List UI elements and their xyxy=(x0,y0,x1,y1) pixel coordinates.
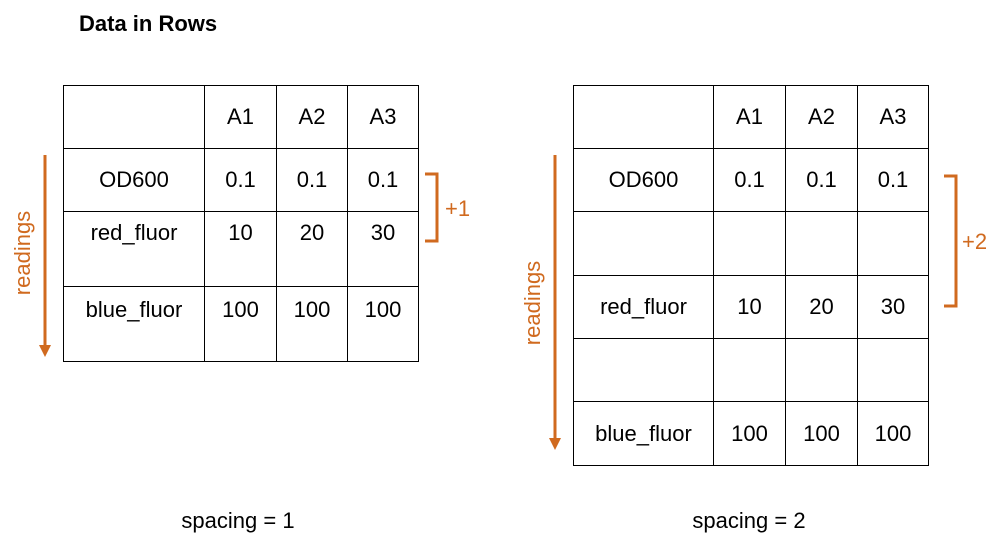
left-header-corner xyxy=(63,85,205,149)
cell: 0.1 xyxy=(713,148,786,212)
cell: 10 xyxy=(204,211,277,287)
row-label: blue_fluor xyxy=(573,401,714,466)
right-header-corner xyxy=(573,85,714,149)
cell: 10 xyxy=(713,275,786,339)
right-spacing-label: +2 xyxy=(962,229,988,254)
cell: 100 xyxy=(204,286,277,362)
left-readings-label: readings xyxy=(10,210,35,296)
row-label: red_fluor xyxy=(573,275,714,339)
row-label: blue_fluor xyxy=(63,286,205,362)
cell: 100 xyxy=(857,401,929,466)
table-row: OD600 0.1 0.1 0.1 xyxy=(63,148,419,212)
left-header-a2: A2 xyxy=(276,85,348,149)
table-row xyxy=(573,211,929,276)
right-header-a3: A3 xyxy=(857,85,929,149)
cell: 100 xyxy=(785,401,858,466)
cell: 100 xyxy=(713,401,786,466)
table-row: OD600 0.1 0.1 0.1 xyxy=(573,148,929,212)
cell: 20 xyxy=(785,275,858,339)
table-row: blue_fluor 100 100 100 xyxy=(573,401,929,466)
cell xyxy=(785,338,858,402)
cell xyxy=(857,338,929,402)
cell: 20 xyxy=(276,211,348,287)
table-row: blue_fluor 100 100 100 xyxy=(63,286,419,362)
right-spacing-bracket xyxy=(944,174,958,308)
page-title: Data in Rows xyxy=(79,11,218,36)
row-label: red_fluor xyxy=(63,211,205,287)
table-row: red_fluor 10 20 30 xyxy=(63,211,419,287)
cell: 100 xyxy=(347,286,419,362)
left-caption: spacing = 1 xyxy=(181,508,295,533)
right-readings-label: readings xyxy=(520,260,545,346)
left-header-a1: A1 xyxy=(204,85,277,149)
row-label: OD600 xyxy=(573,148,714,212)
cell: 30 xyxy=(347,211,419,287)
right-readings-arrow xyxy=(549,155,561,450)
left-data-table: A1 A2 A3 OD600 0.1 0.1 0.1 red_fluor 10 … xyxy=(63,85,419,362)
left-spacing-bracket xyxy=(425,172,439,243)
cell xyxy=(857,211,929,276)
row-label xyxy=(573,211,714,276)
left-readings-arrow xyxy=(39,155,51,357)
left-spacing-label: +1 xyxy=(445,196,471,221)
cell: 0.1 xyxy=(204,148,277,212)
right-data-table: A1 A2 A3 OD600 0.1 0.1 0.1 red_fluor 10 … xyxy=(573,85,929,466)
right-header-a2: A2 xyxy=(785,85,858,149)
right-caption: spacing = 2 xyxy=(692,508,806,533)
cell: 0.1 xyxy=(785,148,858,212)
cell: 0.1 xyxy=(857,148,929,212)
